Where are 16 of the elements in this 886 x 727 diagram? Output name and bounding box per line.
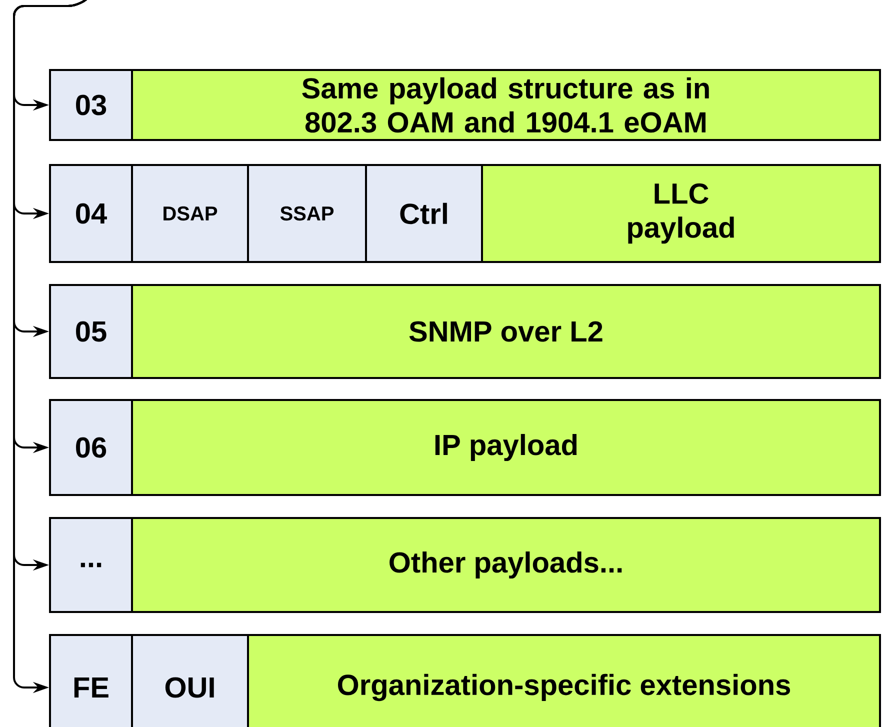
field-cell: SSAP xyxy=(247,164,367,263)
code-cell: ... xyxy=(49,517,133,613)
code-cell: 04 xyxy=(49,164,133,263)
code-cell: 05 xyxy=(49,284,133,379)
code-cell: 06 xyxy=(49,399,133,496)
payload-cell: Same payload structure as in 802.3 OAM and 1904.1 eOAM xyxy=(131,69,881,141)
code-cell: 03 xyxy=(49,69,133,141)
payload-cell: Other payloads... xyxy=(131,517,881,613)
field-cell: OUI xyxy=(131,634,249,727)
field-cell: Ctrl xyxy=(365,164,483,263)
field-cell: DSAP xyxy=(131,164,249,263)
code-cell: FE xyxy=(49,634,133,727)
payload-cell: Organization-specific extensions xyxy=(247,634,881,727)
payload-cell: LLC payload xyxy=(481,164,881,263)
payload-cell: SNMP over L2 xyxy=(131,284,881,379)
payload-cell: IP payload xyxy=(131,399,881,496)
